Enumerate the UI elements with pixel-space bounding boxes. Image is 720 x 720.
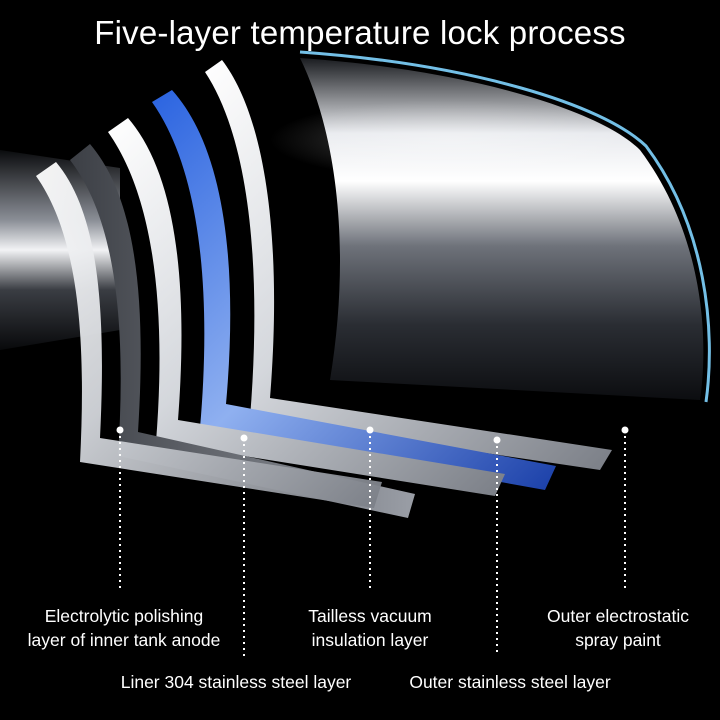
highlight-glow [270, 100, 630, 180]
label-line: layer of inner tank anode [27, 630, 221, 650]
label-electrolytic-polishing: Electrolytic polishing layer of inner ta… [6, 604, 242, 652]
leader-liner-304-dot [240, 434, 248, 442]
label-line: Outer electrostatic [547, 606, 689, 626]
label-outer-spray: Outer electrostatic spray paint [520, 604, 716, 652]
layer-liner-304 [70, 144, 415, 518]
leader-electrolytic-dot [116, 426, 124, 434]
layer-outer-stainless [108, 118, 505, 496]
label-line: spray paint [575, 630, 661, 650]
label-line: insulation layer [311, 630, 429, 650]
label-line: Tailless vacuum [308, 606, 432, 626]
layer-vacuum [152, 90, 556, 490]
leader-vacuum-dot [366, 426, 374, 434]
leader-outer-spray-dot [621, 426, 629, 434]
edge-glow [299, 50, 711, 403]
leader-outer-stainless-dot [493, 436, 501, 444]
label-line: Liner 304 stainless steel layer [120, 672, 352, 692]
page-title: Five-layer temperature lock process [94, 14, 626, 51]
leader-lines [116, 426, 629, 656]
label-outer-stainless: Outer stainless steel layer [384, 670, 636, 694]
label-tailless-vacuum: Tailless vacuum insulation layer [282, 604, 458, 652]
layer-electrolytic [36, 162, 382, 508]
label-line: Electrolytic polishing [44, 606, 204, 626]
label-line: Outer stainless steel layer [409, 672, 611, 692]
label-liner-304: Liner 304 stainless steel layer [96, 670, 376, 694]
